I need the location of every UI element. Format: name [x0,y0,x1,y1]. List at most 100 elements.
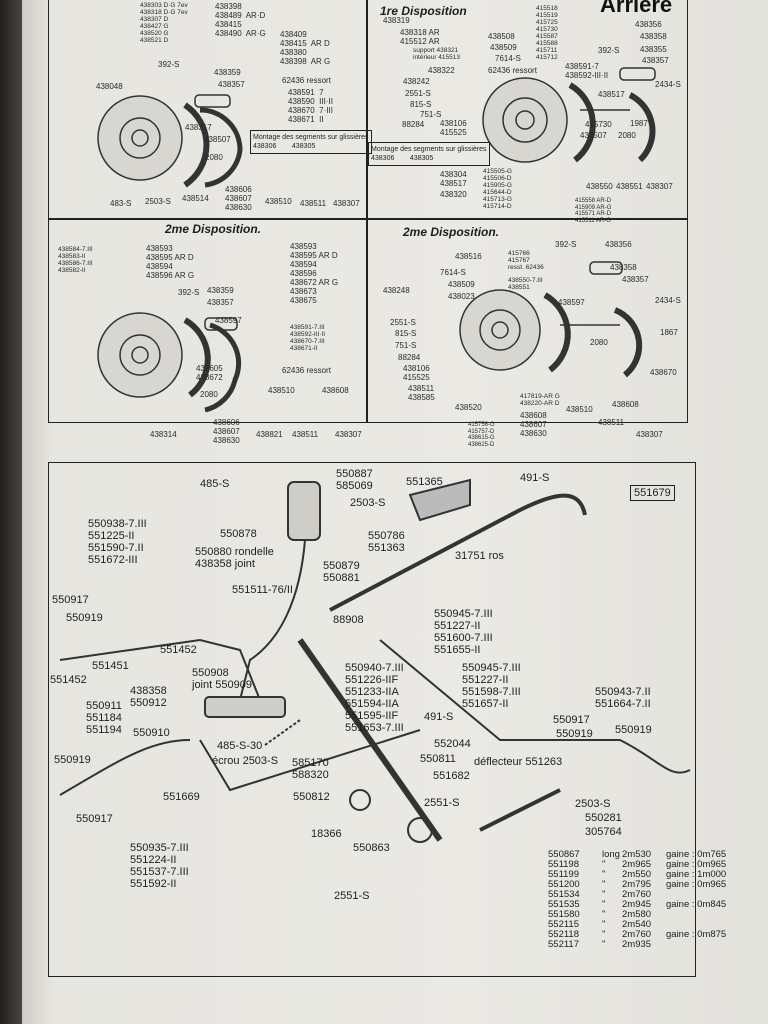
part-label: 550938-7.III 551225-II 551590-7.II 55167… [88,518,147,566]
part-label: 550945-7.III 551227-II 551598-7.III 5516… [462,662,521,710]
part-label: 438511 438585 [408,384,435,402]
part-label-boxed: 551679 [630,485,675,501]
part-label: 2503-S [575,798,611,810]
part-label: 551669 [163,791,200,803]
part-label: 550281 [585,812,622,824]
part-label: 438322 [428,66,455,75]
part-label: 438507 [204,135,231,144]
part-label: 550879 550881 [323,560,360,584]
part-label: 415756-G 415757-D 438615-G 438625-D [468,422,495,448]
part-label: 551452 [160,644,197,656]
part-label: 438356 [635,20,662,29]
part-label: 550910 [133,727,170,739]
part-label: 550917 [553,714,590,726]
part-label: écrou 2503-S [212,755,279,767]
length-prefix: " [602,869,606,880]
book-binding [0,0,22,1024]
part-label: 305764 [585,826,622,838]
part-label: 438509 [448,280,475,289]
part-label: 438248 [383,286,410,295]
part-label: 438511 [300,199,327,208]
part-label: 585170 588320 [292,757,329,781]
length-prefix: " [602,919,606,930]
part-number: 552115 [548,919,579,930]
part-label: 438608 [612,400,639,409]
part-label: 550917 [76,813,113,825]
part-number: 550867 [548,849,580,860]
part-label: 2080 [205,153,223,162]
part-label: 491-S [424,711,454,723]
part-label: 7614-S [440,268,466,277]
part-label: 438409 438415 AR D 438380 438398 AR G [280,30,331,66]
table-row: 552117"2m935 [548,940,726,950]
section-title-arriere: Arrière [600,0,673,17]
part-label: 392-S [158,60,180,69]
part-label: 62436 ressort [282,76,331,85]
part-label: 438304 438517 [440,170,467,188]
part-label: 485-S [200,478,230,490]
panel-title: 2me Disposition. [403,225,500,239]
part-label: 438516 [455,252,482,261]
part-label: 2551-S [334,890,370,902]
part-label: 550880 rondelle 438358 joint [195,546,274,570]
part-label: 438106 415525 [403,364,430,382]
part-label: déflecteur 551263 [474,756,563,768]
part-label: 550786 551363 [368,530,405,554]
part-label: support 438321 intérieur 415513 [413,47,460,61]
part-label: 415730 [585,120,612,129]
part-label: 485-S-30 [217,740,263,752]
length: 2m580 [622,909,652,920]
table-row: 552115 " 2m540 [548,920,726,930]
part-label: 550919 [615,724,652,736]
part-label: 438307 [646,182,673,191]
table-row: 551534"2m760 [548,890,726,900]
part-label: 2551-S [390,318,416,327]
panel-hydraulic-system [48,462,696,977]
part-label: 550919 [66,612,103,624]
length: 2m965 [622,859,652,870]
part-label: 751-S [420,110,442,119]
part-label: 438303 D·G 7ev 438318 D·G 7ev 438307 D 4… [140,2,188,44]
brake-drum-4 [459,261,643,378]
part-label: 415505-G 415506-D 415905-G 415644-D 4157… [483,168,512,210]
part-label: 438550-7.III 438551 [508,277,543,291]
part-label: 438357 [207,298,234,307]
mounting-note: Montage des segments sur glissières 4383… [250,130,372,154]
part-label: 550919 [556,728,593,740]
part-label: 438508 [488,32,515,41]
part-label: 551451 [92,660,129,672]
length: 2m945 [622,899,652,910]
part-label: 438608 438607 438630 [520,411,547,438]
panel-2me-disposition-right [366,218,688,423]
length-prefix: " [602,859,606,870]
length: 2m530 [622,849,652,860]
length: 2m540 [622,919,652,930]
part-label: 438509 [490,43,517,52]
part-label: 438023 [448,292,475,301]
table-row: 551580"2m580 [548,910,726,920]
panel-title: 1re Disposition [380,4,467,18]
panel-1re-disposition-right [366,0,688,220]
part-label: 2080 [200,390,218,399]
part-label: 438608 [322,386,349,395]
part-label: 491-S [520,472,550,484]
part-label: 550919 [54,754,91,766]
sheath: gaine : 0m965 [666,879,727,890]
part-label: 2551-S [424,797,460,809]
part-label: 438591 7 438590 III·II 438670 7·III 4386… [288,88,333,124]
part-label: 438355 [640,45,667,54]
part-label: 550945-7.III 551227-II 551600-7.III 5516… [434,608,493,656]
part-label: 2503-S [350,497,386,509]
part-label: 62436 ressort [488,66,537,75]
part-number: 552117 [548,939,579,950]
part-label: 438511 [598,418,625,427]
part-label: 552044 [434,738,471,750]
part-label: 438359 [214,68,241,77]
panel-1re-disposition-left [48,0,368,220]
part-number: 551200 [548,879,580,890]
part-label: 815-S [410,100,432,109]
part-label: 438358 [640,32,667,41]
